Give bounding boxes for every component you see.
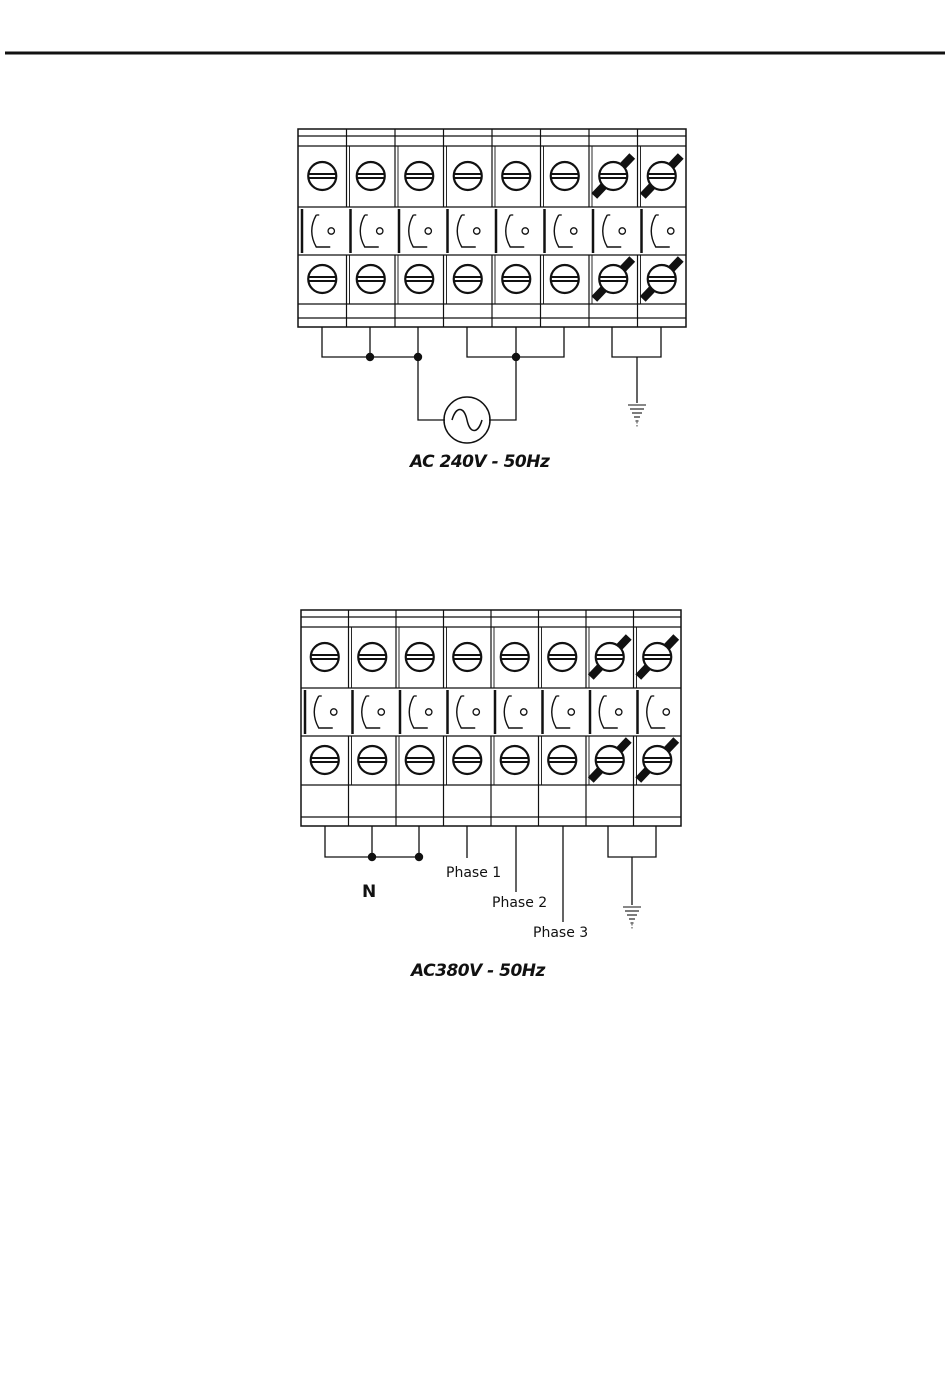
terminal-6	[541, 129, 579, 327]
screw-head	[502, 265, 530, 293]
clamp-hole	[377, 228, 383, 234]
screw-head	[308, 265, 336, 293]
screw-head	[599, 265, 627, 293]
terminal-8	[638, 129, 681, 327]
screw-head	[357, 265, 385, 293]
screw-head	[502, 162, 530, 190]
ac-source-icon	[444, 397, 490, 443]
screw-head	[405, 162, 433, 190]
clamp-hole	[619, 228, 625, 234]
clamp-hole	[521, 709, 527, 715]
screw-head	[648, 162, 676, 190]
terminal-3	[395, 129, 433, 327]
junction-dot	[366, 353, 374, 361]
screw-head	[308, 162, 336, 190]
ground-icon	[623, 907, 641, 929]
screw-head	[501, 746, 529, 774]
screw-head	[548, 746, 576, 774]
screw-head	[551, 265, 579, 293]
clamp-hole	[378, 709, 384, 715]
screw-head	[405, 265, 433, 293]
clamp-hole	[426, 709, 432, 715]
ground-icon	[628, 405, 646, 427]
wire	[418, 327, 445, 420]
screw-head	[311, 746, 339, 774]
terminal-7	[589, 129, 632, 327]
terminal-5	[492, 129, 530, 327]
screw-head	[406, 746, 434, 774]
clamp-hole	[328, 228, 334, 234]
clamp-hole	[668, 228, 674, 234]
screw-head	[551, 162, 579, 190]
clamp-hole	[568, 709, 574, 715]
junction-dot	[368, 853, 376, 861]
terminal-5	[491, 610, 529, 826]
neutral-label: N	[362, 882, 376, 902]
clamp-hole	[331, 709, 337, 715]
screw-head	[406, 643, 434, 671]
terminal-block-240v	[298, 129, 686, 327]
screw-head	[311, 643, 339, 671]
caption-380v: AC380V - 50Hz	[411, 961, 545, 981]
wire	[608, 826, 656, 857]
junction-dot	[512, 353, 520, 361]
screw-head	[501, 643, 529, 671]
phase-1-label: Phase 1	[446, 865, 501, 881]
clamp-hole	[571, 228, 577, 234]
wiring-240v	[322, 327, 661, 443]
screw-head	[357, 162, 385, 190]
clamp-hole	[425, 228, 431, 234]
wire	[612, 327, 661, 357]
screw-head	[643, 643, 671, 671]
screw-head	[358, 643, 386, 671]
terminal-8	[634, 610, 677, 826]
terminal-3	[396, 610, 434, 826]
caption-240v: AC 240V - 50Hz	[410, 452, 549, 472]
clamp-hole	[473, 709, 479, 715]
terminal-block-380v	[301, 610, 681, 826]
junction-dot	[415, 853, 423, 861]
screw-head	[453, 643, 481, 671]
clamp-hole	[663, 709, 669, 715]
screw-head	[596, 643, 624, 671]
clamp-hole	[474, 228, 480, 234]
wire	[489, 327, 516, 420]
ac-wave	[452, 410, 482, 431]
junction-dot	[414, 353, 422, 361]
screw-head	[599, 162, 627, 190]
screw-head	[358, 746, 386, 774]
terminal-1	[302, 162, 336, 293]
phase-2-label: Phase 2	[492, 895, 547, 911]
screw-head	[454, 162, 482, 190]
terminal-7	[586, 610, 629, 826]
phase-3-label: Phase 3	[533, 925, 588, 941]
clamp-hole	[616, 709, 622, 715]
terminal-4	[444, 129, 482, 327]
clamp-hole	[522, 228, 528, 234]
terminal-2	[349, 610, 387, 826]
screw-head	[454, 265, 482, 293]
terminal-6	[539, 610, 577, 826]
screw-head	[453, 746, 481, 774]
screw-head	[596, 746, 624, 774]
screw-head	[648, 265, 676, 293]
terminal-4	[444, 610, 482, 826]
screw-head	[548, 643, 576, 671]
screw-head	[643, 746, 671, 774]
terminal-2	[347, 129, 385, 327]
terminal-1	[305, 643, 339, 774]
